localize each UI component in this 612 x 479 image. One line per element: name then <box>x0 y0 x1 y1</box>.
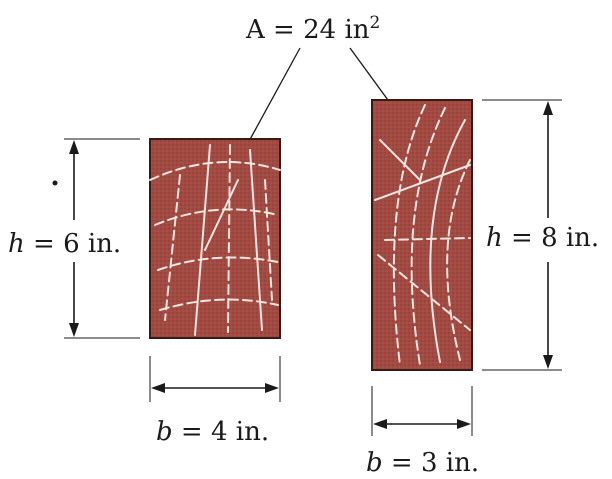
right-width-label: b = 3 in. <box>366 448 479 478</box>
area-label: A = 24 in2 <box>245 13 380 45</box>
left-width-dimension <box>149 356 281 402</box>
left-beam-section <box>149 138 281 339</box>
right-width-dimension <box>371 386 473 436</box>
right-height-dimension <box>482 99 562 371</box>
right-beam-section <box>371 99 473 371</box>
left-height-label: h = 6 in. <box>8 229 121 259</box>
left-width-label: b = 4 in. <box>156 417 269 447</box>
stray-mark <box>52 180 58 186</box>
right-height-label: h = 8 in. <box>486 223 599 253</box>
left-height-dimension <box>64 138 140 339</box>
